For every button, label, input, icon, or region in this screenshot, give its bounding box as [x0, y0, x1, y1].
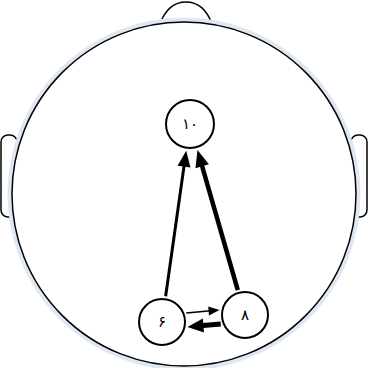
electrode-number: ۱۰: [182, 117, 198, 132]
head-halo: [10, 20, 358, 368]
arrow-head: [208, 307, 219, 316]
arrow-head: [195, 150, 208, 168]
arrow-line: [166, 163, 185, 296]
electrode-number: ۸: [241, 308, 249, 323]
head-circle: [12, 22, 356, 366]
connection-arrow: [186, 307, 219, 316]
electrode-circle: ۶: [138, 298, 186, 346]
connection-arrow: [195, 150, 237, 290]
arrow-line: [186, 311, 210, 313]
electrode-number: ۶: [158, 315, 166, 330]
connection-arrow: [187, 319, 220, 333]
arrow-head: [178, 151, 191, 168]
arrow-line: [201, 163, 238, 290]
electrode-circle: ۸: [221, 291, 269, 339]
arrow-head: [187, 319, 204, 333]
electrode-circle: ۱۰: [165, 99, 215, 149]
connection-arrow: [166, 151, 191, 297]
